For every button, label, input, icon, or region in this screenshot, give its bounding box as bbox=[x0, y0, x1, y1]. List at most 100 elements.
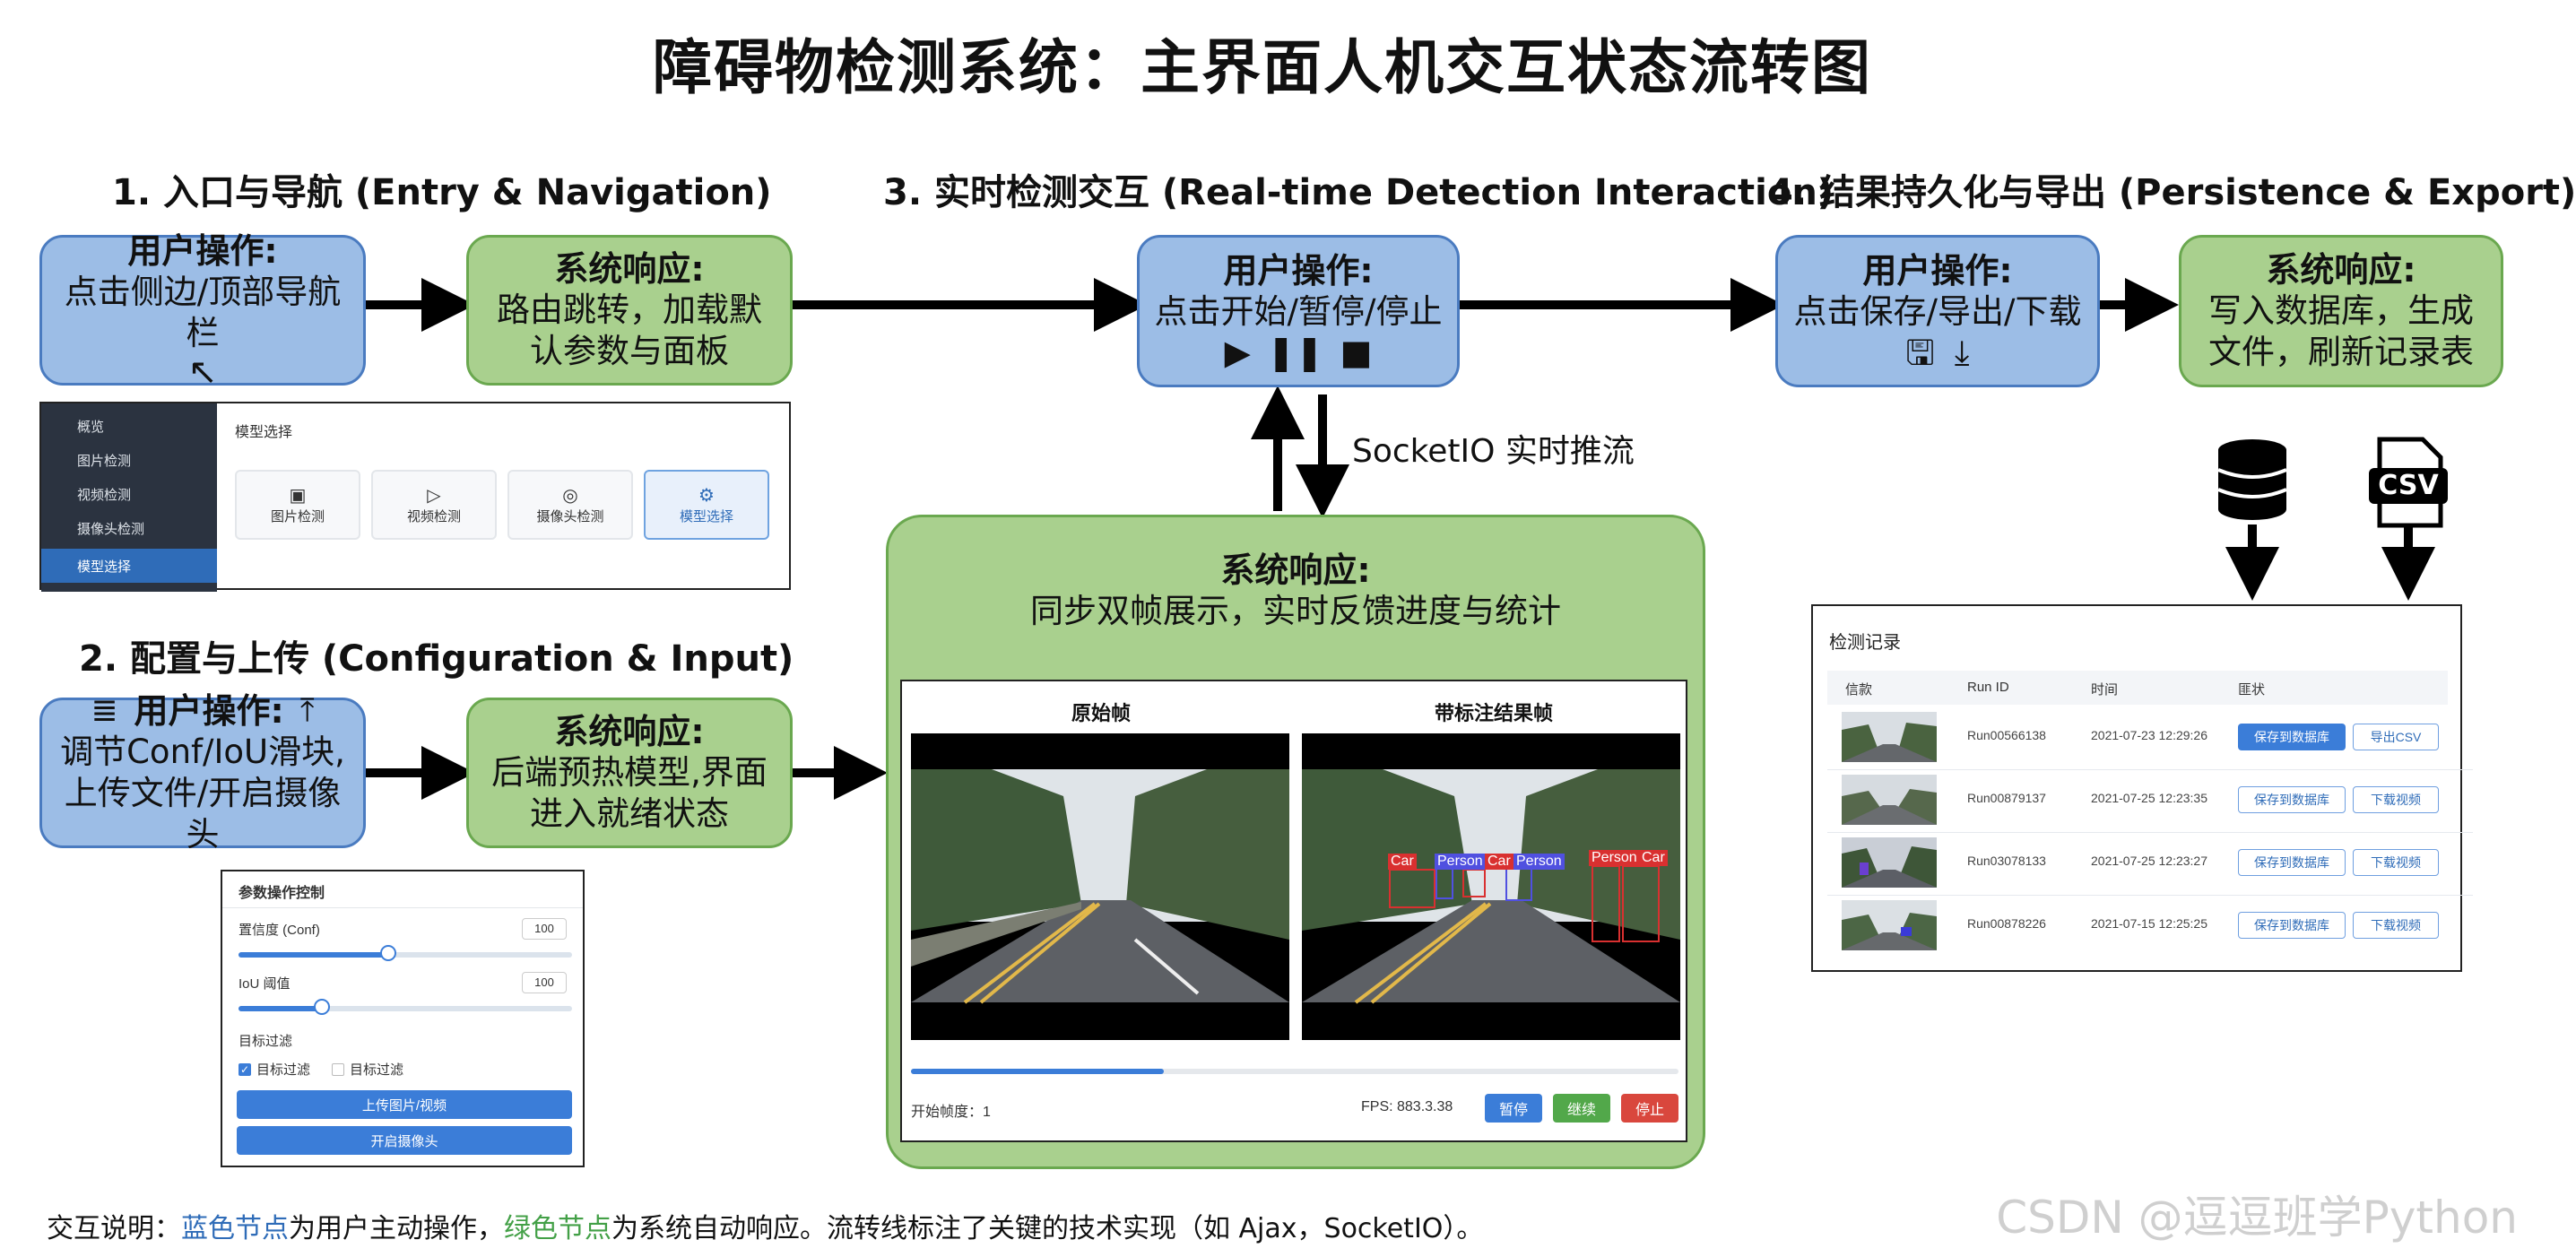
legend-note: 交互说明：蓝色节点为用户主动操作，绿色节点为系统自动响应。流转线标注了关键的技术… bbox=[47, 1206, 1483, 1245]
original-frame-image bbox=[911, 733, 1289, 1040]
node-body: 点击侧边/顶部导航栏 bbox=[64, 273, 342, 352]
stop-button[interactable]: 停止 bbox=[1621, 1094, 1678, 1123]
run-id: Run00878226 bbox=[1967, 916, 2046, 931]
socketio-edge-label: SocketIO 实时推流 bbox=[1352, 433, 1635, 470]
table-row: Run00878226 2021-07-15 12:25:25 保存到数据库 下… bbox=[1827, 895, 2473, 958]
save-to-db-button[interactable]: 保存到数据库 bbox=[2238, 912, 2346, 939]
checkbox-label: 目标过滤 bbox=[256, 1062, 311, 1078]
table-row: Run00879137 2021-07-25 12:23:35 保存到数据库 下… bbox=[1827, 769, 2473, 833]
iou-label: IoU 阈值 bbox=[239, 976, 291, 992]
gear-icon: ⚙ bbox=[698, 486, 715, 506]
thumbnail-image bbox=[1842, 837, 1937, 888]
node-body: 点击开始/暂停/停止 bbox=[1154, 292, 1443, 331]
node-head: 系统响应: bbox=[1220, 550, 1371, 590]
run-time: 2021-07-15 12:25:25 bbox=[2091, 916, 2207, 931]
node-user-control: 用户操作: 点击开始/暂停/停止 ▶ ❚❚ ■ bbox=[1137, 235, 1460, 387]
download-video-button[interactable]: 下载视频 bbox=[2353, 786, 2439, 813]
thumbnail-image bbox=[1842, 900, 1937, 950]
conf-slider-fill bbox=[239, 952, 389, 958]
annotated-frame-title: 带标注结果帧 bbox=[1434, 702, 1553, 724]
panel-title: 参数操作控制 bbox=[239, 886, 325, 901]
conf-label: 置信度 (Conf) bbox=[239, 923, 320, 938]
export-csv-button[interactable]: 导出CSV bbox=[2353, 724, 2439, 750]
fps-readout: FPS: 883.3.38 bbox=[1361, 1099, 1453, 1114]
section-realtime-title: 3. 实时检测交互 (Real-time Detection Interacti… bbox=[883, 172, 1834, 213]
play-icon: ▶ bbox=[1224, 333, 1251, 372]
run-time: 2021-07-23 12:29:26 bbox=[2091, 728, 2207, 742]
conf-slider[interactable] bbox=[239, 945, 572, 961]
detection-label: Person bbox=[1435, 854, 1486, 870]
detection-label: Person bbox=[1514, 854, 1565, 870]
image-icon: ▣ bbox=[289, 486, 307, 506]
detection-label: Person bbox=[1589, 850, 1640, 866]
node-head: 系统响应: bbox=[554, 249, 705, 289]
node-head: 系统响应: bbox=[554, 712, 705, 751]
node-head: 系统响应: bbox=[2266, 250, 2416, 290]
pause-button[interactable]: 暂停 bbox=[1485, 1094, 1542, 1123]
node-body: 写入数据库，生成文件，刷新记录表 bbox=[2208, 291, 2474, 371]
save-to-db-button[interactable]: 保存到数据库 bbox=[2238, 724, 2346, 750]
filter-checkbox-checked[interactable]: ✓ 目标过滤 bbox=[239, 1060, 310, 1079]
node-head: 用户操作: bbox=[134, 691, 284, 731]
csv-file-icon: CSV bbox=[2367, 437, 2450, 528]
video-camera-icon: ▷ bbox=[427, 486, 441, 506]
note-green-node: 绿色节点 bbox=[504, 1213, 611, 1244]
download-video-button[interactable]: 下载视频 bbox=[2353, 849, 2439, 876]
upload-icon: ⤒ bbox=[299, 692, 315, 729]
node-user-save: 用户操作: 点击保存/导出/下载 🖫 ⤓ bbox=[1775, 235, 2100, 387]
iou-slider[interactable] bbox=[239, 999, 572, 1015]
download-icon: ⤓ bbox=[1954, 333, 1970, 372]
progress-bar bbox=[911, 1069, 1678, 1074]
node-body: 点击保存/导出/下载 bbox=[1793, 292, 2082, 331]
start-frame-text: 开始帧度：1 bbox=[911, 1105, 991, 1120]
node-system-persist: 系统响应: 写入数据库，生成文件，刷新记录表 bbox=[2179, 235, 2503, 387]
conf-slider-handle[interactable] bbox=[380, 945, 397, 961]
run-time: 2021-07-25 12:23:27 bbox=[2091, 854, 2207, 868]
card-image-detect[interactable]: ▣ 图片检测 bbox=[235, 470, 360, 540]
save-to-db-button[interactable]: 保存到数据库 bbox=[2238, 786, 2346, 813]
iou-slider-handle[interactable] bbox=[314, 999, 330, 1015]
node-head: 用户操作: bbox=[1862, 251, 2013, 290]
card-label: 图片检测 bbox=[270, 509, 325, 524]
node-head: 用户操作: bbox=[1223, 251, 1374, 290]
csv-icon-label: CSV bbox=[2378, 470, 2439, 501]
card-camera-detect[interactable]: ◎ 摄像头检测 bbox=[507, 470, 633, 540]
node-user-configure: ≣ 用户操作: ⤒ 调节Conf/IoU滑块,上传文件/开启摄像头 bbox=[39, 691, 366, 854]
open-camera-button[interactable]: 开启摄像头 bbox=[237, 1126, 572, 1155]
sidebar-item-camera-detect[interactable]: 摄像头检测 bbox=[77, 521, 145, 537]
resume-button[interactable]: 继续 bbox=[1553, 1094, 1610, 1123]
filter-checkbox-unchecked[interactable]: 目标过滤 bbox=[332, 1060, 403, 1079]
upload-media-button[interactable]: 上传图片/视频 bbox=[237, 1090, 572, 1119]
download-video-button[interactable]: 下载视频 bbox=[2353, 912, 2439, 939]
sidebar-item-model-select[interactable]: 模型选择 bbox=[41, 549, 217, 583]
card-label: 模型选择 bbox=[679, 509, 733, 524]
panel-title: 模型选择 bbox=[235, 425, 293, 440]
node-body: 路由跳转，加载默认参数与面板 bbox=[497, 290, 762, 370]
checkbox-label: 目标过滤 bbox=[350, 1062, 404, 1078]
cursor-click-icon: ↖ bbox=[187, 351, 218, 393]
detection-screenshot: 原始帧 带标注结果帧 bbox=[900, 680, 1687, 1142]
card-model-select[interactable]: ⚙ 模型选择 bbox=[644, 470, 769, 540]
section-config-title: 2. 配置与上传 (Configuration & Input) bbox=[79, 638, 794, 680]
sidebar: 概览 图片检测 视频检测 摄像头检测 模型选择 bbox=[41, 403, 217, 592]
sidebar-item-image-detect[interactable]: 图片检测 bbox=[77, 453, 132, 469]
card-video-detect[interactable]: ▷ 视频检测 bbox=[371, 470, 497, 540]
navigation-screenshot: 概览 图片检测 视频检测 摄像头检测 模型选择 模型选择 ▣ 图片检测 ▷ 视频… bbox=[39, 402, 791, 592]
iou-slider-fill bbox=[239, 1006, 322, 1011]
note-mid: 为用户主动操作， bbox=[289, 1213, 504, 1244]
checkbox-empty-icon bbox=[332, 1062, 344, 1076]
thumbnail-image bbox=[1842, 712, 1937, 762]
sidebar-item-video-detect[interactable]: 视频检测 bbox=[77, 487, 132, 503]
section-entry-title: 1. 入口与导航 (Entry & Navigation) bbox=[112, 172, 772, 213]
conf-value-field[interactable]: 100 bbox=[522, 918, 567, 940]
sliders-icon: ≣ bbox=[91, 692, 118, 729]
column-header: 时间 bbox=[2091, 682, 2119, 698]
save-to-db-button[interactable]: 保存到数据库 bbox=[2238, 849, 2346, 876]
progress-fill bbox=[911, 1069, 1165, 1074]
watermark: CSDN @逗逗班学Python bbox=[1996, 1192, 2518, 1244]
node-body: 调节Conf/IoU滑块,上传文件/开启摄像头 bbox=[60, 733, 345, 854]
thumbnail-image bbox=[1842, 775, 1937, 825]
sidebar-item-overview[interactable]: 概览 bbox=[77, 419, 105, 435]
iou-value-field[interactable]: 100 bbox=[522, 972, 567, 993]
